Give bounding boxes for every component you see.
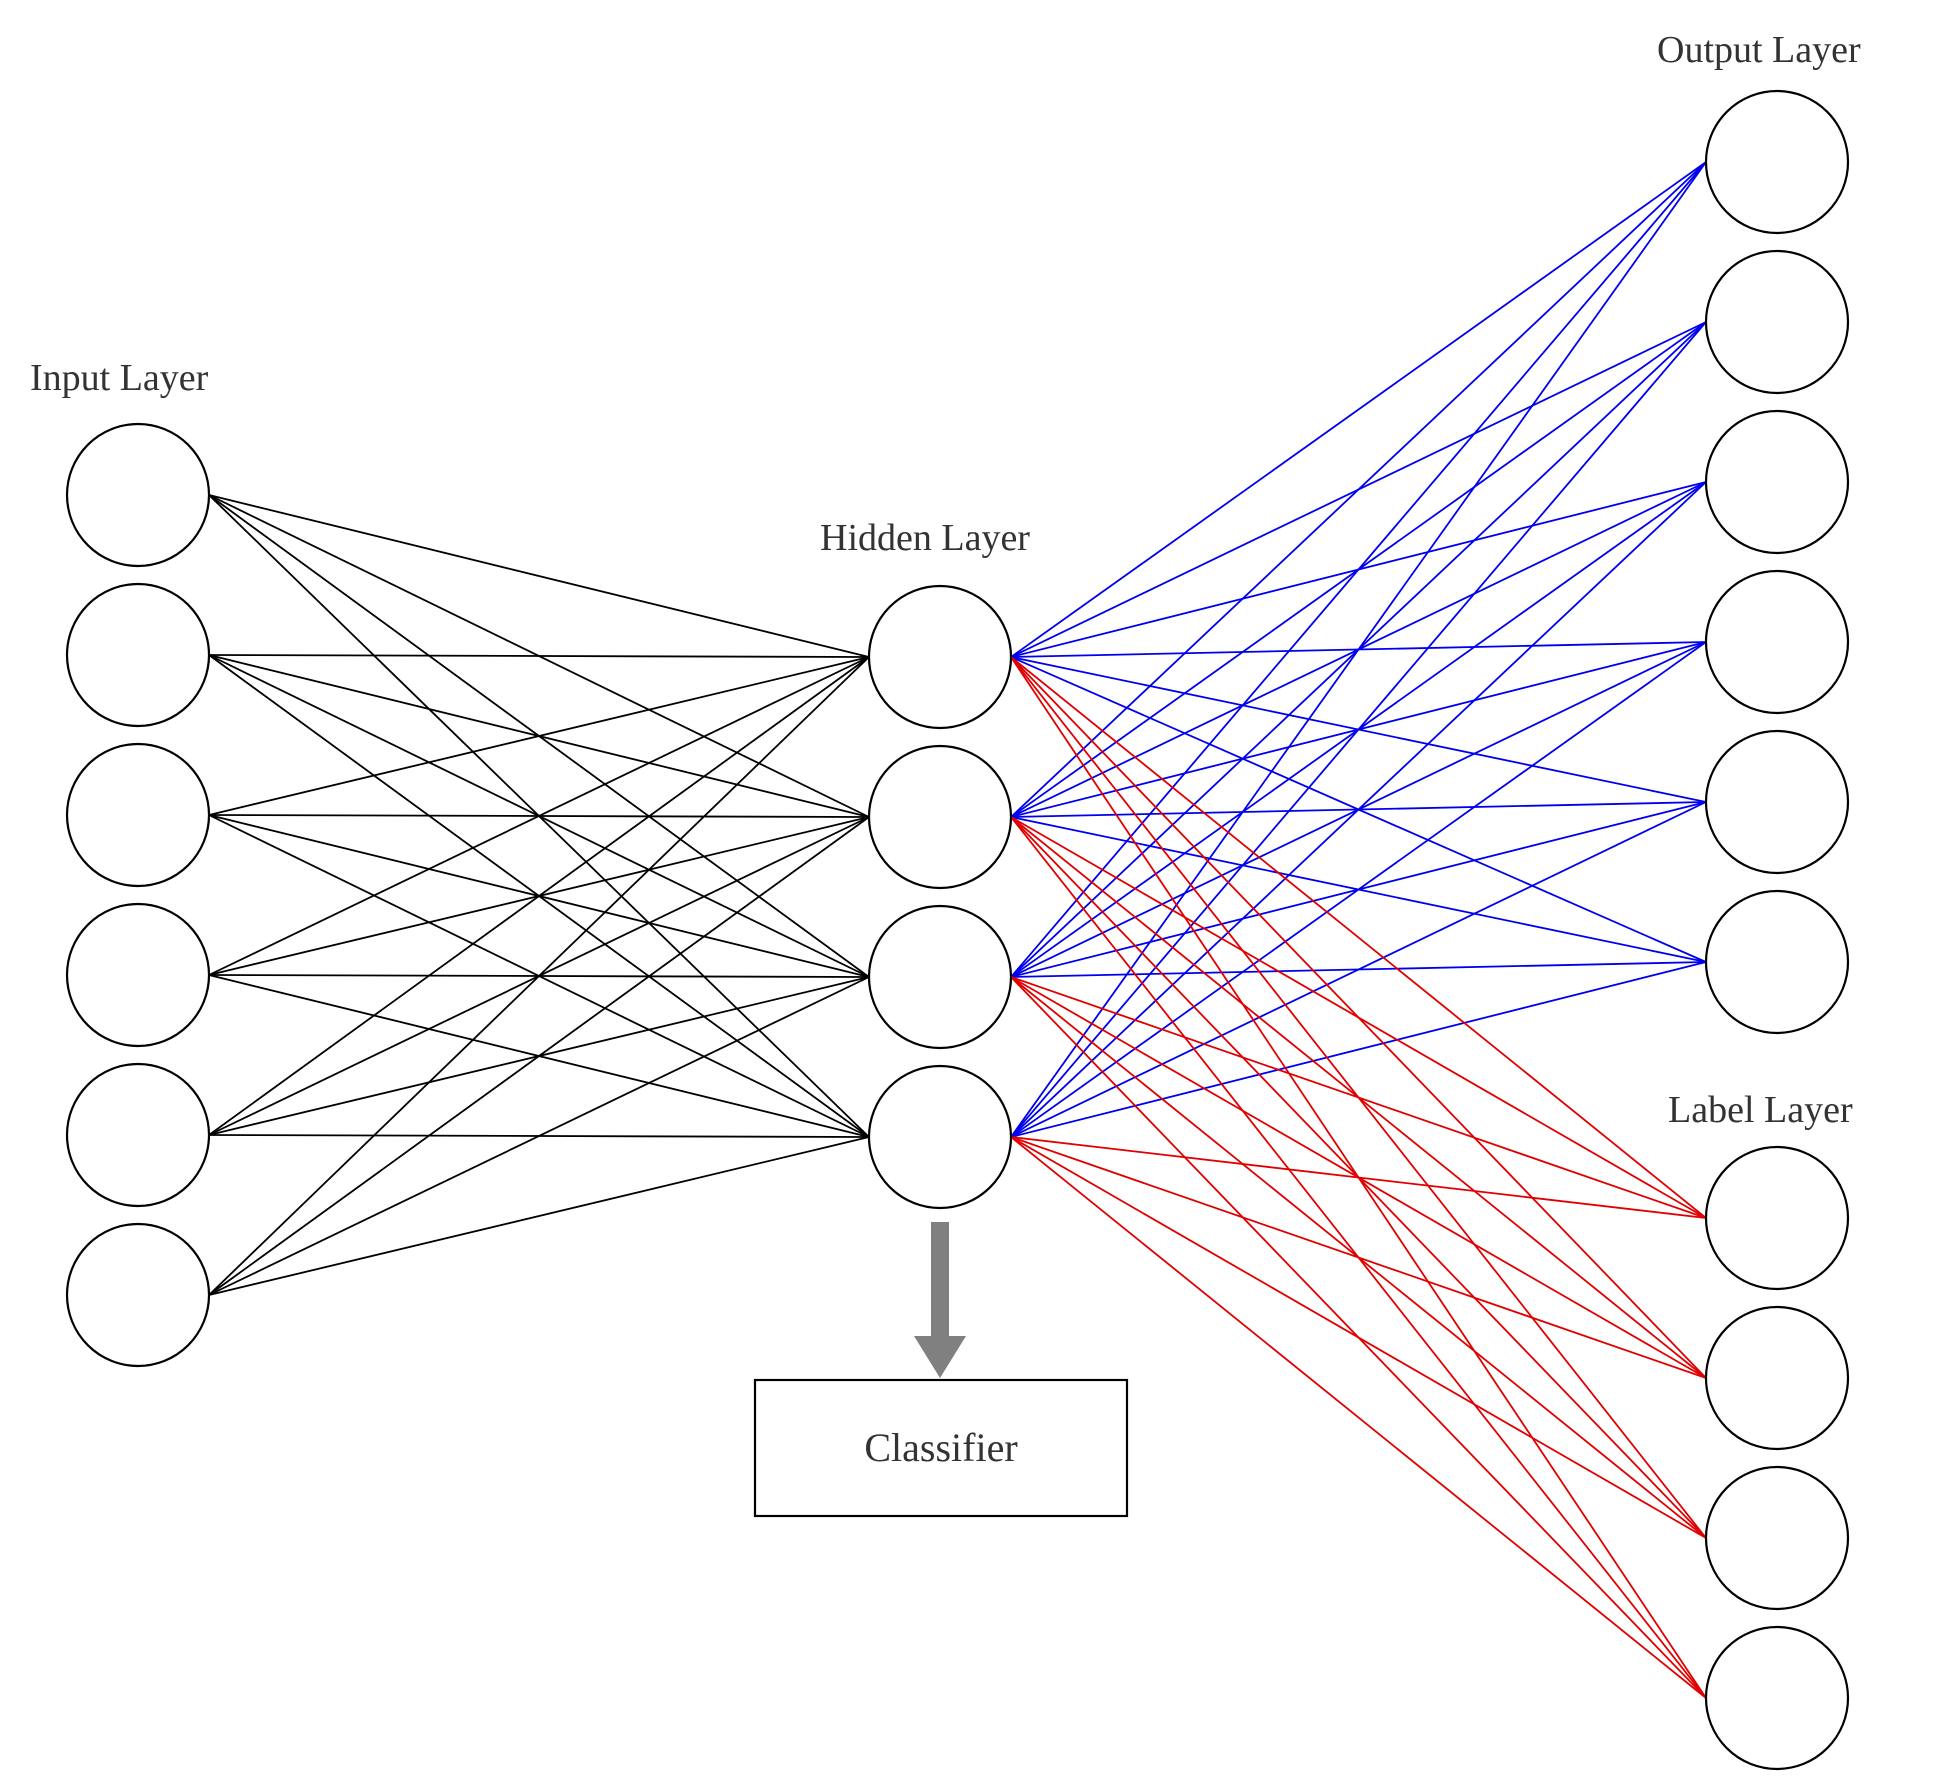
input-node-4 [65, 902, 211, 1048]
connection-hidden-4-label-3 [1010, 1136, 1707, 1539]
label-node-3 [1704, 1465, 1850, 1611]
input-node-6 [65, 1222, 211, 1368]
connection-input-1-hidden-1 [208, 494, 870, 658]
input-hidden-connections [208, 494, 870, 1296]
output-layer-nodes [1704, 89, 1850, 1035]
connection-hidden-4-label-2 [1010, 1136, 1707, 1379]
connection-hidden-4-label-4 [1010, 1136, 1707, 1699]
connection-hidden-1-output-1 [1010, 161, 1707, 658]
output-node-1 [1704, 89, 1850, 235]
connection-hidden-4-output-4 [1010, 641, 1707, 1138]
classifier-label: Classifier [864, 1425, 1017, 1470]
connection-hidden-4-output-3 [1010, 481, 1707, 1138]
connection-hidden-4-output-6 [1010, 961, 1707, 1138]
hidden-node-1 [867, 584, 1013, 730]
connection-input-3-hidden-1 [208, 656, 870, 816]
label-node-4 [1704, 1625, 1850, 1771]
input-layer-label: Input Layer [30, 357, 209, 399]
label-layer-nodes [1704, 1145, 1850, 1771]
output-node-3 [1704, 409, 1850, 555]
connection-input-6-hidden-2 [208, 816, 870, 1296]
input-node-1 [65, 422, 211, 568]
hidden-node-3 [867, 904, 1013, 1050]
output-node-4 [1704, 569, 1850, 715]
connection-hidden-2-output-1 [1010, 161, 1707, 818]
classifier-arrow [914, 1222, 966, 1378]
connection-input-5-hidden-1 [208, 656, 870, 1136]
hidden-layer-nodes [867, 584, 1013, 1210]
classifier-box: Classifier [753, 1378, 1129, 1518]
input-layer-nodes [65, 422, 211, 1368]
connection-hidden-3-label-1 [1010, 976, 1707, 1219]
connection-hidden-2-label-1 [1010, 816, 1707, 1219]
connection-hidden-3-output-1 [1010, 161, 1707, 978]
output-node-6 [1704, 889, 1850, 1035]
connection-input-2-hidden-1 [208, 654, 870, 658]
label-node-1 [1704, 1145, 1850, 1291]
hidden-layer-label: Hidden Layer [820, 517, 1030, 559]
connection-input-6-hidden-4 [208, 1136, 870, 1296]
hidden-output-connections [1010, 161, 1707, 1138]
label-layer-label: Label Layer [1668, 1089, 1853, 1131]
hidden-label-connections [1010, 656, 1707, 1699]
connection-hidden-4-output-5 [1010, 801, 1707, 1138]
hidden-node-2 [867, 744, 1013, 890]
input-node-5 [65, 1062, 211, 1208]
hidden-node-4 [867, 1064, 1013, 1210]
output-node-2 [1704, 249, 1850, 395]
label-node-2 [1704, 1305, 1850, 1451]
connection-hidden-4-output-1 [1010, 161, 1707, 1138]
connection-input-6-hidden-1 [208, 656, 870, 1296]
input-node-3 [65, 742, 211, 888]
connection-input-6-hidden-3 [208, 976, 870, 1296]
output-layer-label: Output Layer [1657, 29, 1861, 71]
connection-hidden-1-label-1 [1010, 656, 1707, 1219]
output-node-5 [1704, 729, 1850, 875]
input-node-2 [65, 582, 211, 728]
connection-hidden-4-output-2 [1010, 321, 1707, 1138]
connection-input-4-hidden-1 [208, 656, 870, 976]
connection-hidden-4-label-1 [1010, 1136, 1707, 1219]
